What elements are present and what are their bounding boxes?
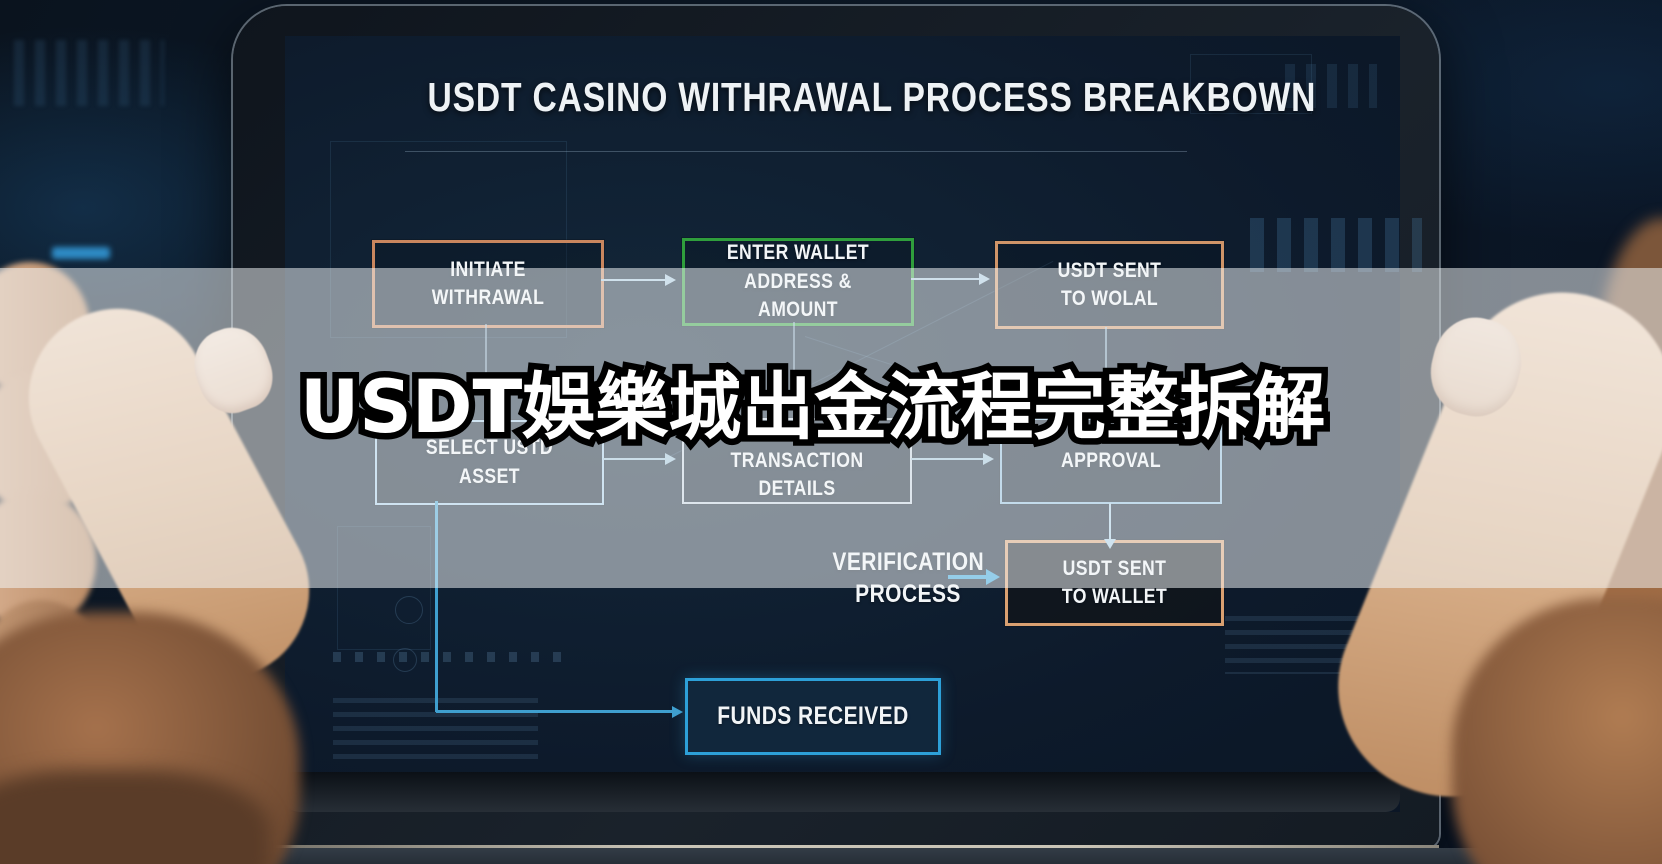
overlay-title: USDT娛樂城出金流程完整拆解 USDT娛樂城出金流程完整拆解 xyxy=(294,356,1332,460)
page-title: USDT CASINO WITHRAWAL PROCESS BREAKBOWN xyxy=(330,74,1316,121)
title-separator xyxy=(405,151,1187,152)
glow-decoration xyxy=(52,247,110,259)
connector-line xyxy=(435,501,438,712)
left-finger xyxy=(0,600,106,750)
arrow-right-icon xyxy=(436,710,672,713)
blueprint-decoration xyxy=(333,652,573,662)
overlay-title-text: USDT娛樂城出金流程完整拆解 xyxy=(300,365,1326,450)
glow-decoration xyxy=(14,40,164,106)
table-surface xyxy=(0,848,1662,864)
blueprint-decoration xyxy=(395,596,423,624)
overlay-title-outline: USDT娛樂城出金流程完整拆解 xyxy=(294,359,1332,457)
right-palm xyxy=(1452,598,1662,864)
flow-node-funds-received: FUNDS RECEIVED xyxy=(685,678,941,755)
node-label-line: TO WALLET xyxy=(1061,585,1168,608)
node-label-line: FUNDS RECEIVED xyxy=(717,701,909,730)
chart-bars-decoration xyxy=(1250,218,1422,272)
node-label-line: ENTER WALLET xyxy=(726,241,870,265)
blueprint-decoration xyxy=(1225,616,1375,674)
tablet-bezel xyxy=(285,772,1400,812)
page-title-text: USDT CASINO WITHRAWAL PROCESS BREAKBOWN xyxy=(427,74,1317,120)
blueprint-decoration xyxy=(393,648,417,672)
tablet-edge-highlight xyxy=(233,845,1439,848)
overlay-band xyxy=(0,268,1662,588)
